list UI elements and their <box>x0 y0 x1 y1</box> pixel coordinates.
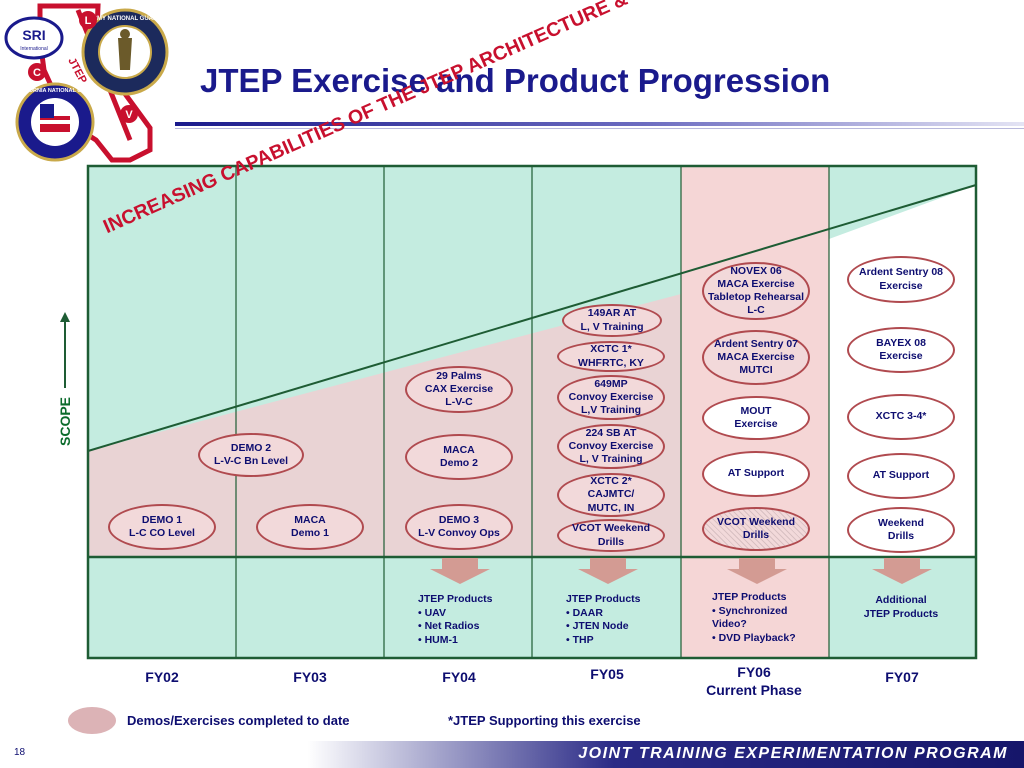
products-fy06: JTEP Products • Synchronized Video? • DV… <box>712 591 796 644</box>
svg-text:ARMY NATIONAL GUARD: ARMY NATIONAL GUARD <box>88 16 162 22</box>
fy-label-fy05: FY05 <box>590 666 624 682</box>
scope-arrow-up-icon <box>60 312 70 322</box>
exercise-649mp: 649MP Convoy Exercise L,V Training <box>557 375 665 420</box>
page-number: 18 <box>14 747 26 758</box>
products-fy05: JTEP Products • DAAR • JTEN Node • THP <box>566 593 641 646</box>
program-name: JOINT TRAINING EXPERIMENTATION PROGRAM <box>578 745 1008 762</box>
exercise-maca-demo1: MACA Demo 1 <box>256 504 364 550</box>
exercise-demo1: DEMO 1 L-C CO Level <box>108 504 216 550</box>
exercise-novex-06: NOVEX 06 MACA Exercise Tabletop Rehearsa… <box>702 262 810 320</box>
fy-label-fy07: FY07 <box>885 669 919 685</box>
svg-text:CALIFORNIA NATIONAL GUARD: CALIFORNIA NATIONAL GUARD <box>13 88 98 94</box>
exercise-ardent-sentry-08: Ardent Sentry 08 Exercise <box>847 256 955 303</box>
svg-text:L: L <box>85 15 92 27</box>
exercise-ardent-sentry-07: Ardent Sentry 07 MACA Exercise MUTCI <box>702 330 810 385</box>
exercise-vcot-weekend-fy06: VCOT Weekend Drills <box>702 507 810 551</box>
california-national-guard-seal-icon: CALIFORNIA NATIONAL GUARD <box>13 82 98 162</box>
products-fy07: Additional JTEP Products <box>863 594 939 620</box>
c-badge-icon <box>28 63 46 81</box>
title-divider <box>175 122 1024 126</box>
exercise-xctc3-4: XCTC 3-4* <box>847 394 955 440</box>
exercise-maca-demo2: MACA Demo 2 <box>405 434 513 480</box>
exercise-xctc2: XCTC 2* CAJMTC/ MUTC, IN <box>557 473 665 517</box>
v-badge-icon <box>120 105 138 123</box>
exercise-xctc1: XCTC 1* WHFRTC, KY <box>557 341 665 372</box>
exercise-vcot-weekend-fy05: VCOT Weekend Drills <box>557 519 665 552</box>
fy-label-fy02: FY02 <box>145 669 179 685</box>
exercise-bayex-08: BAYEX 08 Exercise <box>847 327 955 373</box>
svg-text:C: C <box>33 67 41 79</box>
footer-band <box>0 741 1024 768</box>
svg-text:SRI: SRI <box>22 27 45 43</box>
exercise-29-palms: 29 Palms CAX Exercise L-V-C <box>405 366 513 413</box>
fy-label-fy03: FY03 <box>293 669 327 685</box>
exercise-demo2: DEMO 2 L-V-C Bn Level <box>198 433 304 477</box>
title-divider-thin <box>175 128 1024 129</box>
fy-label-fy04: FY04 <box>442 669 476 685</box>
l-badge-icon <box>79 11 97 29</box>
exercise-mout: MOUT Exercise <box>702 396 810 440</box>
exercise-at-support-fy06: AT Support <box>702 451 810 497</box>
product-arrows <box>430 558 932 584</box>
exercise-weekend-drills-fy07: Weekend Drills <box>847 507 955 553</box>
exercise-149ar-at: 149AR AT L, V Training <box>562 304 662 337</box>
arrow-down-icon <box>430 558 490 584</box>
exercise-at-support-fy07: AT Support <box>847 453 955 499</box>
page-title: JTEP Exercise and Product Progression <box>200 62 831 99</box>
scope-label: SCOPE <box>57 396 73 446</box>
exercise-demo3: DEMO 3 L-V Convoy Ops <box>405 504 513 550</box>
logo-cluster: SRI International ARMY NATIONAL GUARD CA… <box>4 3 169 163</box>
fy-label-fy06: FY06 Current Phase <box>706 664 802 698</box>
products-fy04: JTEP Products • UAV • Net Radios • HUM-1 <box>418 593 493 646</box>
arrow-down-icon <box>578 558 638 584</box>
arrow-down-icon <box>727 558 787 584</box>
svg-text:V: V <box>125 109 133 121</box>
legend-footnote: *JTEP Supporting this exercise <box>448 713 641 728</box>
army-national-guard-seal-icon: ARMY NATIONAL GUARD <box>81 8 169 96</box>
sri-logo-icon: SRI International <box>4 16 64 60</box>
legend-completed-swatch <box>68 707 116 734</box>
exercise-224-sb-at: 224 SB AT Convoy Exercise L, V Training <box>557 424 665 469</box>
arrow-down-icon <box>872 558 932 584</box>
svg-text:International: International <box>20 46 48 52</box>
legend-completed-text: Demos/Exercises completed to date <box>127 713 350 728</box>
